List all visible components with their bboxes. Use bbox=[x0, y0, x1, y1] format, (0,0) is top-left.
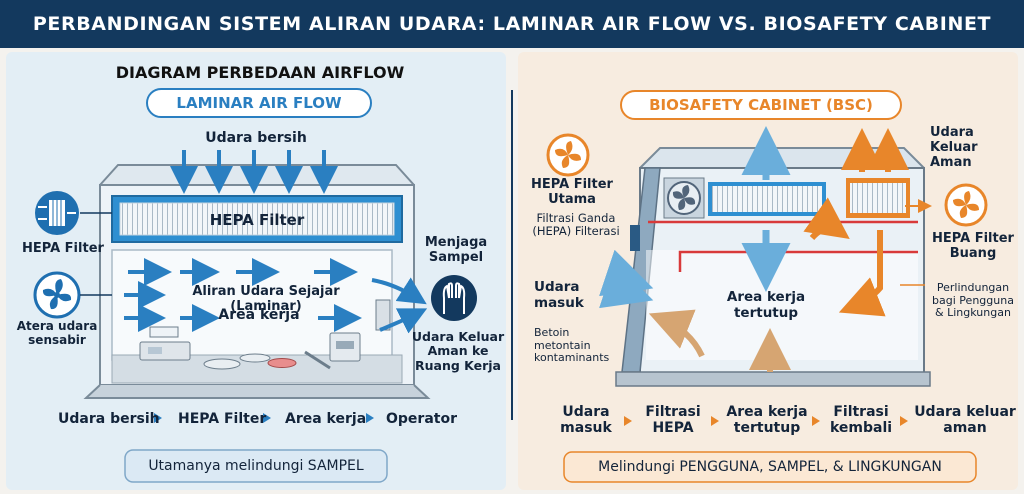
page-title: PERBANDINGAN SISTEM ALIRAN UDARA: LAMINA… bbox=[32, 13, 992, 35]
work-area-label: Area kerja bbox=[218, 307, 300, 323]
laminar-flow-label: Aliran Udara Sejajar (Laminar) bbox=[192, 284, 340, 314]
right-flow-step-5: Udara keluar aman bbox=[914, 404, 1016, 437]
clean-air-label: Udara bersih bbox=[205, 130, 307, 146]
protection-label: Perlindungan bagi Pengguna & Lingkungan bbox=[932, 281, 1014, 320]
bsc-fan-icon bbox=[546, 133, 590, 177]
left-note: Utamanya melindungi SAMPEL bbox=[148, 458, 364, 474]
panel-divider bbox=[511, 90, 513, 420]
outflow-arrows bbox=[371, 277, 428, 334]
fan-icon-label: Atera udara sensabir bbox=[16, 319, 98, 347]
left-flow-arrows bbox=[154, 413, 374, 423]
hepa-icon-label: HEPA Filter bbox=[22, 241, 104, 256]
bsc-pill: BIOSAFETY CABINET (BSC) bbox=[620, 90, 902, 120]
bsc-exhaust-fan-icon bbox=[944, 183, 988, 227]
contaminant-label: Betoin metontain kontaminants bbox=[534, 326, 610, 365]
right-flow-step-4: Filtrasi kembali bbox=[829, 404, 893, 437]
right-flow-step-2: Filtrasi HEPA bbox=[645, 404, 701, 437]
clean-air-down-arrows bbox=[170, 150, 338, 194]
main-hepa-label: HEPA Filter Utama bbox=[531, 177, 613, 207]
laminar-pill: LAMINAR AIR FLOW bbox=[146, 88, 372, 118]
left-flow-step-1: Udara bersih bbox=[58, 411, 160, 427]
right-flow-step-1: Udara masuk bbox=[560, 404, 612, 437]
right-flow-arrows bbox=[624, 416, 908, 426]
laminar-flow-arrows bbox=[124, 258, 362, 332]
left-flow-step-3: Area kerja bbox=[285, 411, 367, 427]
bsc-tan-arrows bbox=[648, 309, 791, 372]
left-heading: DIAGRAM PERBEDAAN AIRFLOW bbox=[115, 63, 405, 82]
right-note-box bbox=[563, 451, 977, 483]
safe-exhaust-label: Udara Keluar Aman ke Ruang Kerja bbox=[411, 329, 505, 373]
bsc-orange-arrows bbox=[803, 128, 932, 317]
double-filtration-label: Filtrasi Ganda (HEPA) Filterasi bbox=[532, 211, 620, 239]
right-note: Melindungi PENGGUNA, SAMPEL, & LINGKUNGA… bbox=[598, 459, 942, 475]
bsc-blue-arrows bbox=[599, 126, 791, 309]
safe-exhaust-air-label: Udara Keluar Aman bbox=[930, 125, 978, 170]
air-inlet-label: Udara masuk bbox=[534, 279, 584, 311]
hands-icon bbox=[431, 275, 477, 321]
title-bar: PERBANDINGAN SISTEM ALIRAN UDARA: LAMINA… bbox=[0, 0, 1024, 48]
left-note-box bbox=[124, 449, 388, 483]
left-flow-step-2: HEPA Filter bbox=[178, 411, 267, 427]
closed-work-area-label: Area kerja tertutup bbox=[726, 289, 806, 321]
red-barrier-lines bbox=[648, 220, 918, 272]
protect-sample-label: Menjaga Sampel bbox=[424, 235, 488, 265]
hepa-bar-label: HEPA Filter bbox=[209, 211, 305, 229]
right-flow-step-3: Area kerja tertutup bbox=[726, 404, 808, 437]
fan-icon bbox=[33, 271, 81, 319]
left-flow-step-4: Operator bbox=[386, 411, 457, 427]
hepa-filter-icon bbox=[35, 191, 79, 235]
exhaust-hepa-label: HEPA Filter Buang bbox=[932, 231, 1014, 261]
